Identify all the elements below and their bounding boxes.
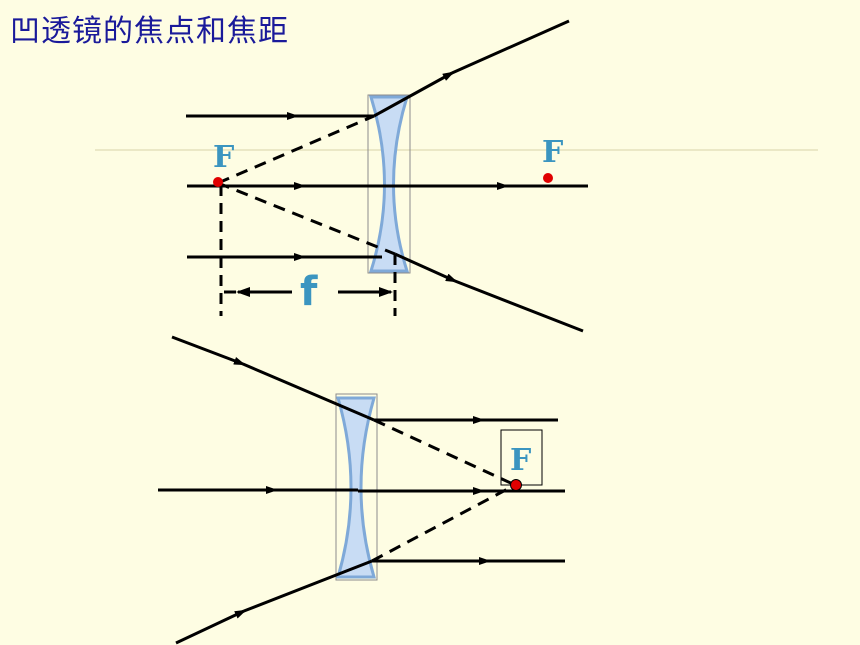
focal-length-label: f: [300, 269, 318, 315]
refracted-rays-bottom: [358, 416, 565, 565]
focus-point-left-top: [213, 177, 223, 187]
focal-length-indicator: [219, 185, 397, 316]
slide-title: 凹透镜的焦点和焦距: [10, 14, 289, 49]
virtual-extensions-bottom: [371, 418, 516, 563]
concave-lens-top: [367, 94, 411, 274]
incoming-rays-bottom: [158, 335, 375, 645]
focus-label-left-top: F: [213, 140, 234, 175]
focus-label-bottom: F: [510, 443, 531, 478]
virtual-extensions-top: [217, 114, 396, 256]
incoming-rays-top: [186, 112, 388, 261]
focus-label-right-top: F: [542, 135, 563, 170]
refracted-rays-top: [373, 19, 588, 333]
focus-point-right-top: [543, 173, 553, 183]
concave-lens-bottom: [335, 393, 378, 581]
focus-point-bottom: [510, 479, 522, 491]
